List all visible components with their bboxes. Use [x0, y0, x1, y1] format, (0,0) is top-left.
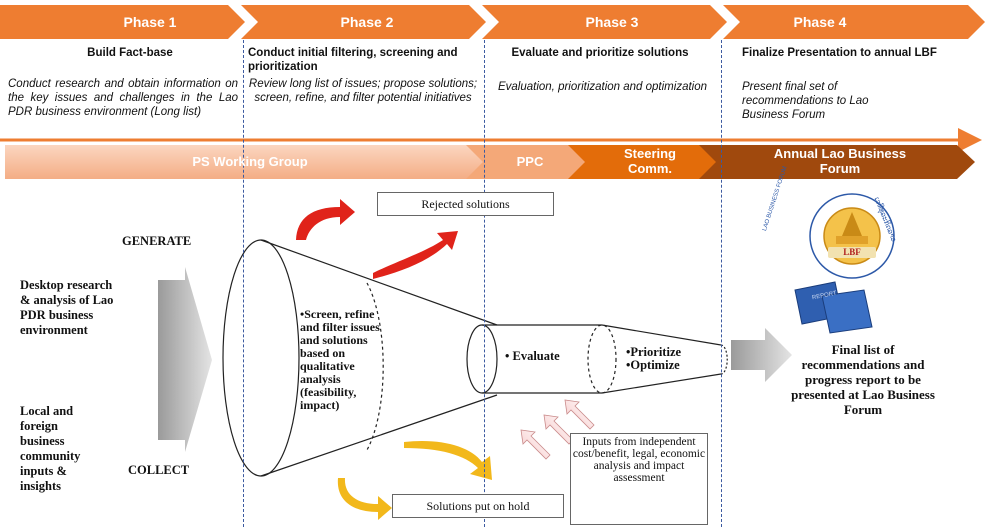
annual-forum-label-line-2: Forum [819, 161, 861, 176]
divider-line-2 [484, 40, 485, 527]
input-arrows [520, 399, 595, 460]
generate-label: GENERATE [122, 234, 192, 248]
steering-band [568, 145, 720, 179]
ps-working-group-label: PS Working Group [192, 154, 308, 169]
local-foreign-text: Local and foreign business community inp… [20, 404, 81, 493]
phase-4-title: Finalize Presentation to annual LBF [742, 47, 937, 59]
phase-2-label: Phase 2 [340, 14, 394, 30]
lbf-logo-letters: LBF [843, 247, 861, 257]
ppc-label: PPC [516, 154, 544, 169]
annual-forum-label-line-1: Annual Lao Business [773, 146, 907, 161]
rejected-solutions-box: Rejected solutions [377, 192, 554, 216]
output-arrow [731, 328, 792, 382]
phase-1-description: Conduct research and obtain information … [8, 78, 238, 118]
steering-label-line-2: Comm. [627, 161, 673, 176]
phase-1-label: Phase 1 [123, 14, 177, 30]
annual-forum-band [699, 145, 975, 179]
phase-4-chevron [723, 5, 985, 39]
steering-label-line-1: Steering [623, 146, 676, 161]
phase-3-description: Evaluation, prioritization and optimizat… [497, 81, 708, 93]
phase-2-title: Conduct initial filtering, screening and… [248, 47, 458, 73]
report-books [794, 281, 873, 334]
phase-3-title: Evaluate and prioritize solutions [511, 47, 689, 59]
funnel [222, 239, 728, 477]
evaluate-text: • Evaluate [505, 349, 560, 363]
annual-forum-label: Annual Lao Business Forum [730, 146, 950, 176]
lbf-logo [809, 193, 895, 279]
gold-arrow-left [337, 478, 392, 520]
phase-1-title: Build Fact-base [87, 47, 173, 59]
phase-1-chevron [0, 5, 245, 39]
phase-2-chevron [241, 5, 486, 39]
solutions-on-hold-box: Solutions put on hold [392, 494, 564, 518]
red-arrow-mid [373, 231, 458, 279]
phase-2-description: Review long list of issues; propose solu… [248, 78, 478, 104]
steering-label: Steering Comm. [595, 146, 705, 176]
phase-3-label: Phase 3 [585, 14, 639, 30]
phase-4-description: Present final set of recommendations to … [742, 81, 869, 121]
prioritize-text: •Prioritize [626, 345, 682, 359]
input-arrow [158, 267, 212, 452]
optimize-text: •Optimize [626, 358, 680, 372]
final-list-text: Final list of recommendations and progre… [791, 342, 935, 417]
gold-arrow-right [404, 440, 492, 480]
collect-label: COLLECT [128, 463, 190, 477]
phase-4-label: Phase 4 [793, 14, 847, 30]
red-arrow-top [296, 199, 355, 240]
screen-text: •Screen, refine and filter issues and so… [300, 307, 380, 412]
phase-3-chevron [482, 5, 727, 39]
divider-line-3 [721, 40, 722, 527]
inputs-box: Inputs from independent cost/benefit, le… [570, 433, 708, 525]
ppc-band [466, 145, 589, 179]
ps-working-group-band [5, 145, 487, 179]
desktop-research-text: Desktop research & analysis of Lao PDR b… [20, 278, 114, 337]
divider-line-1 [243, 40, 244, 527]
